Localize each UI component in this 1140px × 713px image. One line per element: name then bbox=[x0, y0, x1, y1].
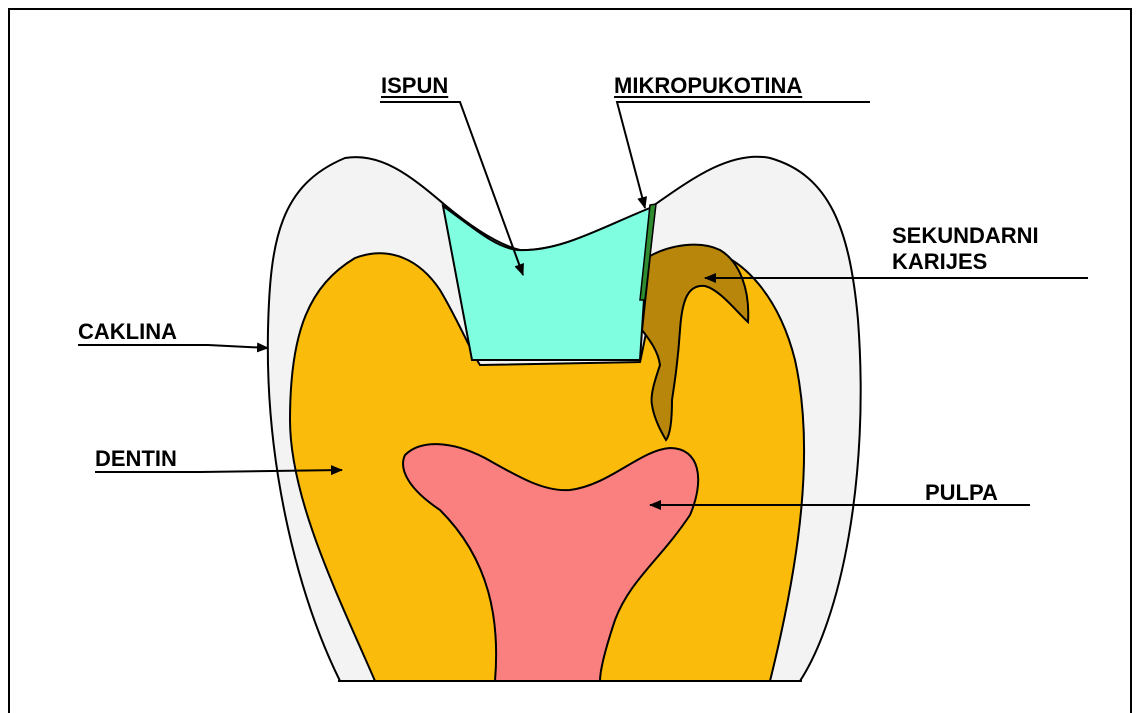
label-dentin: DENTIN bbox=[95, 447, 177, 471]
label-ispun: ISPUN bbox=[381, 74, 448, 98]
label-sekundarni: SEKUNDARNI bbox=[892, 224, 1039, 248]
label-karijes: KARIJES bbox=[892, 250, 987, 274]
caklina-leader bbox=[78, 345, 268, 348]
filling-region bbox=[443, 206, 650, 360]
label-mikropukotina: MIKROPUKOTINA bbox=[614, 74, 802, 98]
label-pulpa: PULPA bbox=[925, 481, 998, 505]
label-caklina: CAKLINA bbox=[78, 320, 177, 344]
